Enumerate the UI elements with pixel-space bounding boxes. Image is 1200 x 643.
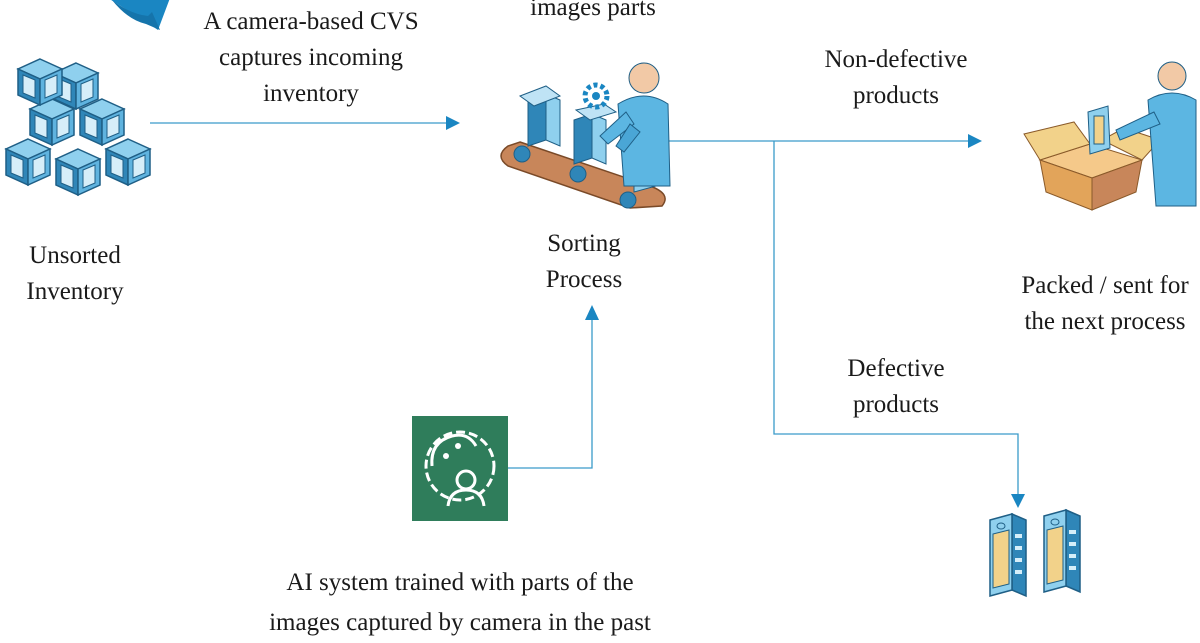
camera-icon xyxy=(111,0,170,30)
stacked-boxes-icon xyxy=(5,58,151,196)
defective-cabinets-icon xyxy=(989,509,1081,597)
camera-capture-label: A camera-based CVS captures incoming inv… xyxy=(168,4,454,112)
ai-to-sorting-line xyxy=(508,320,593,469)
defective-label: Defective products xyxy=(816,351,976,423)
connector-lines xyxy=(150,122,1019,496)
ai-system-label: AI system trained with parts of the imag… xyxy=(230,563,690,643)
non-defective-label: Non-defective products xyxy=(796,42,996,114)
packing-worker-icon xyxy=(1023,61,1197,211)
packed-line-2: the next process xyxy=(1024,308,1186,335)
non-defective-line-2: products xyxy=(852,82,940,109)
arrowhead-ai xyxy=(585,305,599,320)
unsorted-line-2: Inventory xyxy=(26,278,124,305)
arrowhead-sorting xyxy=(446,116,460,130)
camera-capture-line-1: A camera-based CVS xyxy=(203,8,419,35)
top-partial-label: images parts xyxy=(530,0,656,21)
defective-line-1: Defective xyxy=(847,355,945,382)
non-defective-line-1: Non-defective xyxy=(824,46,968,73)
ai-line-2: images captured by camera in the past xyxy=(269,609,651,636)
conveyor-worker-icon xyxy=(500,62,671,209)
camera-capture-line-3: inventory xyxy=(263,80,359,107)
sorting-process-label: Sorting Process xyxy=(514,226,654,298)
arrowheads xyxy=(446,116,1025,508)
ai-line-1: AI system trained with parts of the xyxy=(286,569,634,596)
packed-label: Packed / sent for the next process xyxy=(1010,268,1200,340)
defective-line-2: products xyxy=(852,391,940,418)
unsorted-inventory-label: Unsorted Inventory xyxy=(0,238,150,310)
sorting-to-defective-line xyxy=(773,141,1019,496)
arrowhead-defective xyxy=(1011,494,1025,508)
unsorted-line-1: Unsorted xyxy=(29,242,121,269)
arrowhead-packing xyxy=(968,134,982,148)
ai-brain-icon xyxy=(412,416,508,521)
sorting-line-1: Sorting xyxy=(547,230,621,257)
sorting-line-2: Process xyxy=(545,266,623,293)
packed-line-1: Packed / sent for xyxy=(1021,272,1189,299)
camera-capture-line-2: captures incoming xyxy=(219,44,403,71)
